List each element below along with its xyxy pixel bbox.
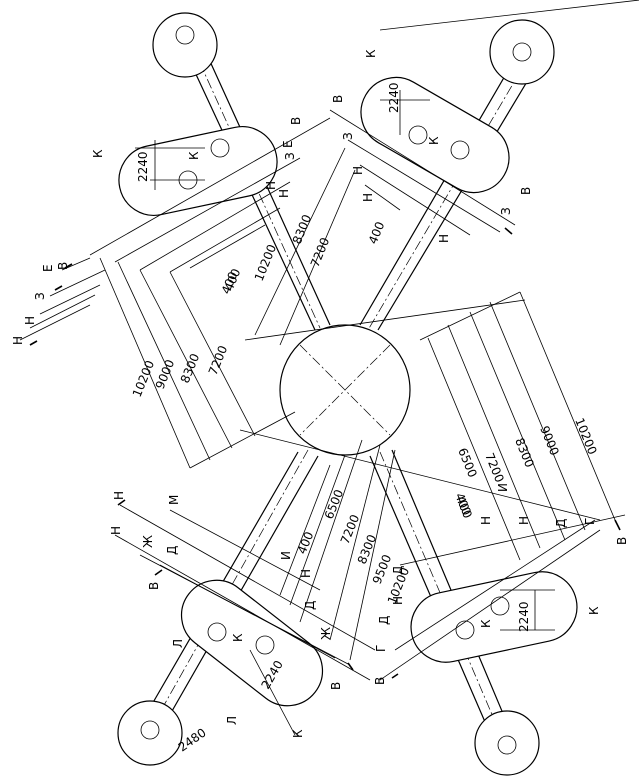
letter-l-bl-1: Л xyxy=(171,639,185,648)
dimension-labels-bottom-left: 6500 7200 8300 9500 10200 400 xyxy=(295,488,412,607)
dimension-lines-right xyxy=(399,291,626,566)
letter-z-left: З xyxy=(33,292,47,300)
letter-l-bl-2: Л xyxy=(225,716,239,725)
letter-i-bl: И xyxy=(279,551,293,560)
letter-n-left-2: Н xyxy=(11,336,25,345)
dim-400-f: 400 xyxy=(453,494,475,520)
letter-n-tl-2: Н xyxy=(277,189,291,198)
dim-8300-b: 8300 xyxy=(178,352,202,386)
letter-k-bl-2: К xyxy=(291,729,305,738)
letter-n-bl-3: Н xyxy=(299,569,313,578)
foundation-top-left xyxy=(118,12,278,216)
letter-zh-bl: Ж xyxy=(141,535,155,548)
section-letters-top: В З Н Н Н З В К К xyxy=(331,49,533,243)
dim-400-e: 400 xyxy=(295,530,317,556)
letter-n-top-1: Н xyxy=(351,166,365,175)
dim-400-b: 400 xyxy=(366,220,388,246)
arm-top-right xyxy=(359,49,541,331)
letter-v-br: В xyxy=(373,677,387,685)
letter-k-tl-2: К xyxy=(187,151,201,160)
dim-10200-a: 10200 xyxy=(252,242,279,283)
pad-label-top-left: 2240 xyxy=(136,151,150,182)
letter-z-top-r: З xyxy=(499,207,513,215)
letter-d-bl-2: Д xyxy=(303,601,317,610)
pad-label-bottom-right: 2240 xyxy=(517,601,531,632)
dim-8300-a: 8300 xyxy=(290,213,314,247)
letter-m-bl: М xyxy=(167,495,181,505)
section-letters-left: В Е З Н Н xyxy=(11,262,70,345)
dimension-labels-bottom-right: 400 xyxy=(453,494,475,520)
letter-g-right: Г xyxy=(583,518,597,525)
dimension-labels-right: 10200 9000 8300 7200 6500 400 xyxy=(452,416,599,517)
section-letters-bottom-right: В Г Д Н К К xyxy=(373,596,601,685)
dim-6500-c: 6500 xyxy=(455,446,479,480)
dimension-labels-left: 10200 9000 8300 7200 400 xyxy=(130,270,241,399)
letter-n-right-1: Н xyxy=(479,516,493,525)
letter-k-br-2: К xyxy=(587,606,601,615)
foundation-top-right xyxy=(360,19,555,194)
letter-v-top: В xyxy=(331,95,345,103)
letter-z-tl: З xyxy=(283,152,297,160)
letter-v-top-r: В xyxy=(519,187,533,195)
dim-10200-c: 10200 xyxy=(572,416,599,457)
letter-n-top-2: Н xyxy=(361,193,375,202)
letter-d-br: Д xyxy=(377,616,391,625)
letter-k-tl-1: К xyxy=(91,149,105,158)
letter-d-right-2: Д xyxy=(391,566,405,575)
letter-e-tl: Е xyxy=(281,140,295,148)
letter-d-bl: Д xyxy=(165,546,179,555)
dimension-lines-top xyxy=(254,0,639,346)
dim-9000-b: 9000 xyxy=(153,358,177,392)
letter-d-right-1: Д xyxy=(554,519,568,528)
letter-e-left: Е xyxy=(41,264,55,272)
foundation-bottom-left xyxy=(117,579,324,766)
letter-v-bl-2: В xyxy=(329,682,343,690)
section-letters-top-left: В З Е Н Н К К xyxy=(91,117,303,198)
dimension-lines-bottom xyxy=(114,439,601,681)
dim-6500-e: 6500 xyxy=(322,488,346,522)
dim-9000-c: 9000 xyxy=(537,424,561,458)
letter-k-top-r1: К xyxy=(364,49,378,58)
letter-z-top: З xyxy=(341,132,355,140)
letter-v-tl: В xyxy=(289,117,303,125)
letter-n-top-3: Н xyxy=(437,234,451,243)
dimension-labels-top-right: 400 xyxy=(366,220,388,246)
dimension-lines-left xyxy=(19,117,331,469)
dim-8300-e: 8300 xyxy=(355,533,379,567)
letter-n-br: Н xyxy=(391,596,405,605)
letter-n-left-1: Н xyxy=(23,316,37,325)
dim-10200-b: 10200 xyxy=(130,358,157,399)
letter-k-bl-1: К xyxy=(231,633,245,642)
pad-label-top-right: 2240 xyxy=(387,82,401,113)
dim-8300-c: 8300 xyxy=(512,436,536,470)
dim-7200-c: 7200 xyxy=(482,451,506,485)
letter-v-right: В xyxy=(615,537,629,545)
letter-k-br-1: К xyxy=(479,619,493,628)
dimension-labels-top-left: 10200 8300 7200 400 xyxy=(222,213,332,294)
letter-v-left: В xyxy=(56,262,70,270)
letter-v-bl: В xyxy=(147,582,161,590)
dim-7200-a: 7200 xyxy=(308,236,332,270)
letter-n-bl-2: Н xyxy=(109,526,123,535)
section-letters-right: В Г Д Д И Н Н xyxy=(391,483,629,575)
letter-n-tl-1: Н xyxy=(264,181,278,190)
foundation-bottom-right xyxy=(410,571,578,776)
dim-400-c: 400 xyxy=(219,270,241,296)
letter-zh-bl-2: Ж xyxy=(319,627,333,640)
dimension-ticks xyxy=(29,227,621,679)
letter-g-br: Г xyxy=(374,645,388,652)
central-hub xyxy=(239,299,601,521)
letter-i-right: И xyxy=(496,483,510,492)
letter-k-top-r2: К xyxy=(427,136,441,145)
letter-n-bl-1: Н xyxy=(112,491,126,500)
letter-n-right-2: Н xyxy=(517,516,531,525)
section-letters-bottom-left: Н М Н Ж Д В Л Л И Н Д Ж В К К xyxy=(109,491,343,738)
